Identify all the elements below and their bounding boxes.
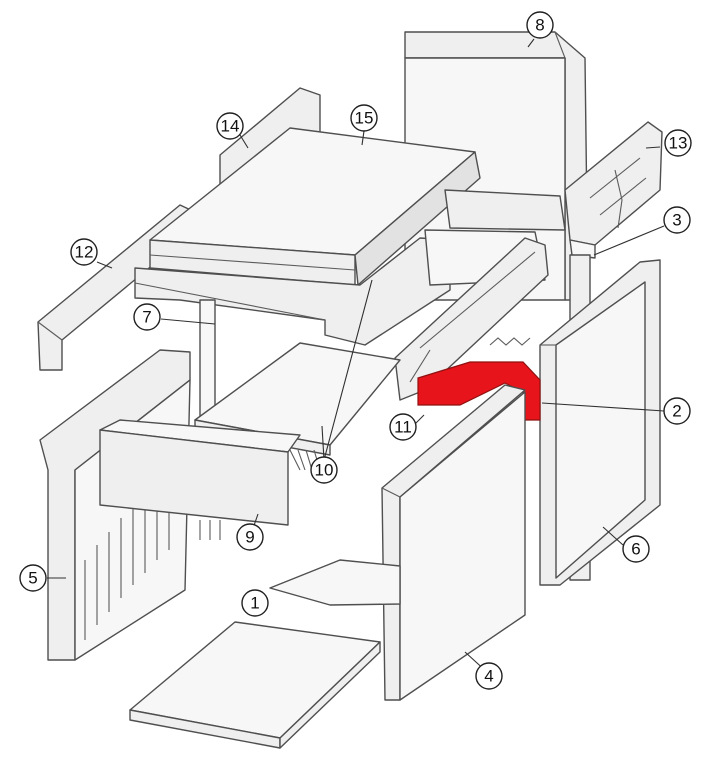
callout-4-label: 4 [484, 667, 493, 686]
callout-2-label: 2 [672, 402, 681, 421]
callout-8-circle [526, 11, 554, 39]
callout-10-label: 10 [315, 461, 334, 480]
callout-12: 12 [70, 238, 98, 266]
callout-2-circle [663, 397, 691, 425]
callout-4-circle [475, 662, 503, 690]
callout-7: 7 [133, 303, 161, 331]
callout-7-circle [133, 303, 161, 331]
callout-9-label: 9 [245, 528, 254, 547]
part-11-side-baffle[interactable] [394, 237, 549, 401]
callout-6: 6 [622, 535, 650, 563]
callout-11: 11 [389, 413, 417, 441]
callout-5: 5 [19, 564, 47, 592]
part-1-base-plate[interactable] [129, 559, 401, 749]
callout-7-label: 7 [142, 308, 151, 327]
callout-3-label: 3 [672, 211, 681, 230]
callout-3-circle [663, 206, 691, 234]
callout-14: 14 [216, 112, 244, 140]
callout-8-label: 8 [535, 16, 544, 35]
callout-12-label: 12 [75, 243, 94, 262]
callout-15: 15 [350, 104, 378, 132]
part-4-front-wall[interactable] [381, 384, 526, 701]
callout-13-label: 13 [669, 134, 688, 153]
callout-6-label: 6 [631, 540, 640, 559]
callout-1: 1 [241, 589, 269, 617]
callout-10-circle [310, 456, 338, 484]
callout-15-circle [350, 104, 378, 132]
callout-14-circle [216, 112, 244, 140]
callout-9-circle [236, 523, 264, 551]
callout-3: 3 [663, 206, 691, 234]
callout-1-circle [241, 589, 269, 617]
callout-12-circle [70, 238, 98, 266]
callout-13: 13 [664, 129, 692, 157]
callout-11-circle [389, 413, 417, 441]
callout-5-label: 5 [28, 569, 37, 588]
part-9-front-lip[interactable] [99, 419, 301, 540]
part-13-right-baffle[interactable] [564, 121, 663, 259]
callout-8: 8 [526, 11, 554, 39]
callout-1-label: 1 [250, 594, 259, 613]
callout-9: 9 [236, 523, 264, 551]
callout-6-circle [622, 535, 650, 563]
callout-4: 4 [475, 662, 503, 690]
part-6-right-side-plate[interactable] [539, 259, 661, 586]
callout-5-circle [19, 564, 47, 592]
callout-14-label: 14 [221, 117, 240, 136]
callout-13-circle [664, 129, 692, 157]
leader-lines [47, 38, 665, 674]
callout-10: 10 [310, 456, 338, 484]
callout-11-label: 11 [394, 418, 412, 437]
callout-2: 2 [663, 397, 691, 425]
callout-15-label: 15 [355, 109, 374, 128]
